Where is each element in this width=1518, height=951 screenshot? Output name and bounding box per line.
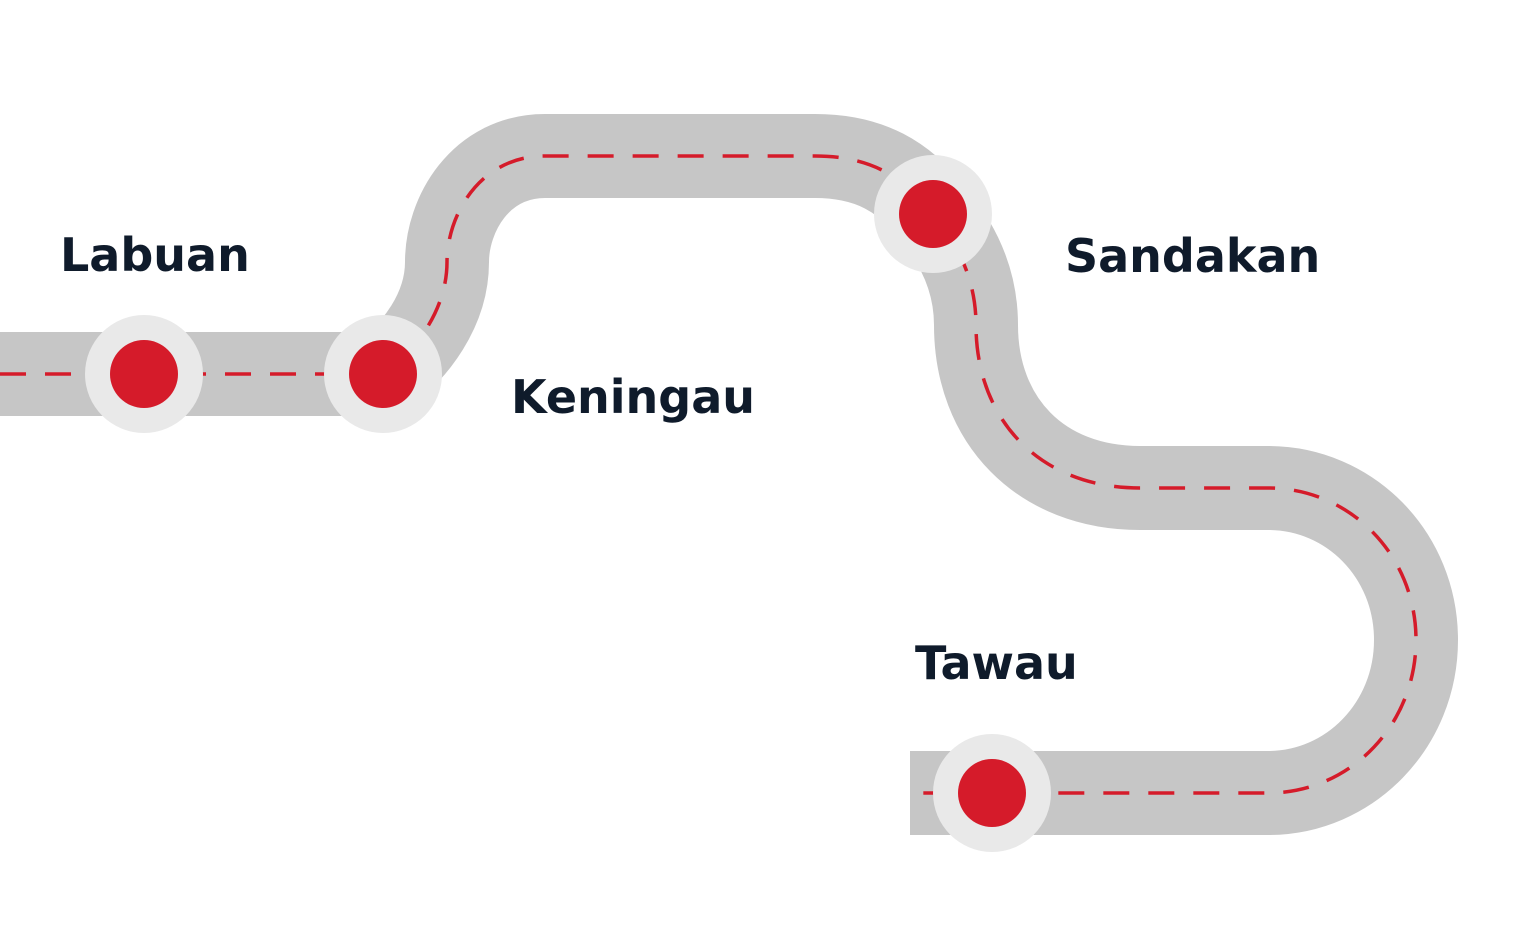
stop-dot [958, 759, 1026, 827]
stop-dot [349, 340, 417, 408]
stop-label-labuan: Labuan [60, 228, 250, 282]
stop-marker-labuan[interactable] [85, 315, 203, 433]
stop-marker-tawau[interactable] [933, 734, 1051, 852]
stop-marker-keningau[interactable] [324, 315, 442, 433]
lane-marking [0, 154, 1418, 795]
stop-dot [110, 340, 178, 408]
stop-label-keningau: Keningau [511, 370, 756, 424]
stop-label-tawau: Tawau [915, 636, 1078, 690]
stop-dot [899, 180, 967, 248]
stop-marker-sandakan[interactable] [874, 155, 992, 273]
stop-label-sandakan: Sandakan [1065, 229, 1321, 283]
